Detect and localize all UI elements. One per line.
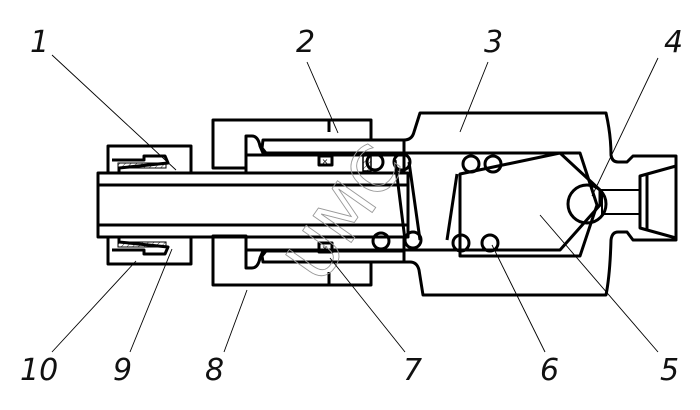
housing-body-part-3 — [402, 111, 678, 297]
svg-text:×: × — [322, 244, 329, 253]
callout-9: 9 — [113, 353, 132, 388]
svg-text:×: × — [322, 157, 329, 166]
seal-part-7: × × — [317, 154, 334, 254]
leader-1 — [51, 54, 177, 171]
callout-7: 7 — [403, 353, 422, 388]
spring — [362, 152, 423, 251]
plunger-part-6 — [445, 151, 599, 258]
ball-part-4 — [566, 183, 608, 225]
callout-3: 3 — [484, 25, 503, 60]
leader-3 — [459, 61, 489, 133]
leader-6 — [491, 244, 546, 353]
callout-labels: 1 2 3 4 5 6 7 8 9 10 — [20, 25, 683, 388]
callout-10: 10 — [20, 353, 58, 388]
leader-7 — [329, 257, 406, 353]
callout-6: 6 — [540, 353, 559, 388]
leader-2 — [306, 61, 339, 134]
collet-nut-part-9 — [106, 144, 193, 266]
leader-8 — [223, 289, 248, 353]
leader-10 — [51, 260, 137, 353]
callout-4: 4 — [664, 25, 683, 60]
callout-2: 2 — [296, 25, 315, 60]
leader-lines — [51, 54, 659, 353]
leader-9 — [129, 248, 173, 353]
leader-5 — [539, 214, 659, 353]
callout-8: 8 — [205, 353, 224, 388]
callout-1: 1 — [30, 25, 49, 60]
leader-4 — [591, 57, 659, 197]
callout-5: 5 — [660, 353, 679, 388]
